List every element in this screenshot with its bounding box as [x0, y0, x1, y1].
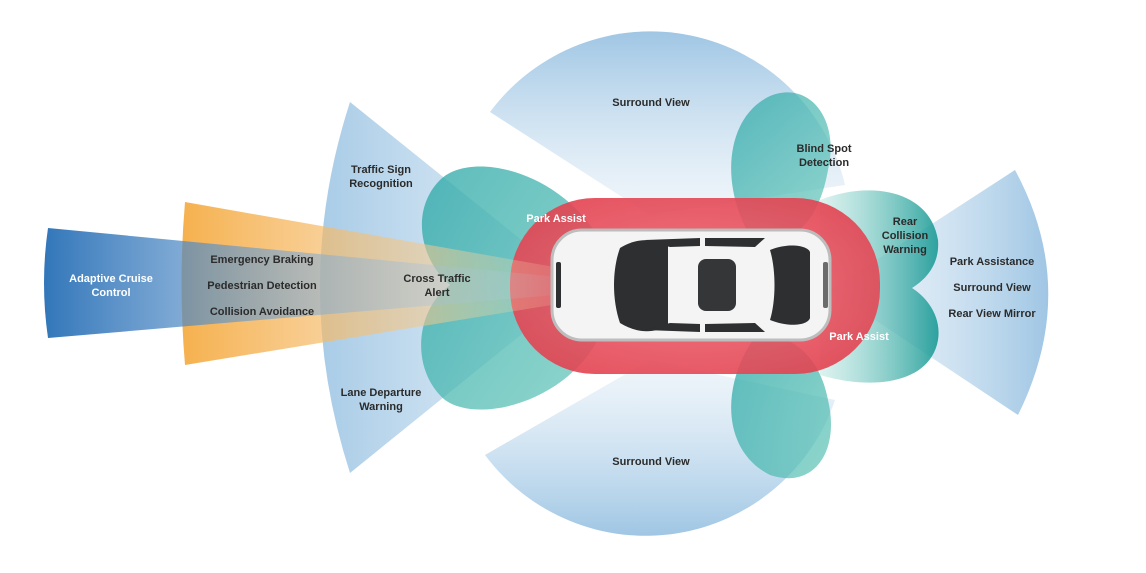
- label-rear-view-mirror: Rear View Mirror: [948, 308, 1036, 320]
- label-adaptive-cruise: Adaptive Cruise Control: [66, 272, 156, 300]
- label-traffic-sign: Traffic Sign Recognition: [349, 164, 413, 190]
- label-emergency-braking: Emergency Braking: [210, 254, 314, 266]
- car-icon: [550, 228, 832, 342]
- label-surround-view-top: Surround View: [612, 97, 690, 109]
- label-lane-departure: Lane Departure Warning: [340, 387, 422, 413]
- label-cross-traffic: Cross Traffic Alert: [403, 273, 471, 299]
- label-rear-collision: Rear Collision Warning: [881, 216, 929, 256]
- label-park-assist-front: Park Assist: [526, 213, 586, 225]
- label-blind-spot: Blind Spot Detection: [796, 143, 852, 169]
- label-surround-view-rear: Surround View: [953, 282, 1031, 294]
- rear-park-assistance-zone: [830, 170, 1049, 415]
- label-park-assistance: Park Assistance: [949, 256, 1035, 268]
- label-surround-view-bottom: Surround View: [612, 456, 690, 468]
- adaptive-cruise-zone: [44, 228, 590, 338]
- label-text: Adaptive Cruise Control: [69, 273, 153, 299]
- label-collision-avoidance: Collision Avoidance: [209, 306, 315, 318]
- label-pedestrian-detection: Pedestrian Detection: [207, 280, 317, 292]
- label-park-assist-rear: Park Assist: [829, 331, 889, 343]
